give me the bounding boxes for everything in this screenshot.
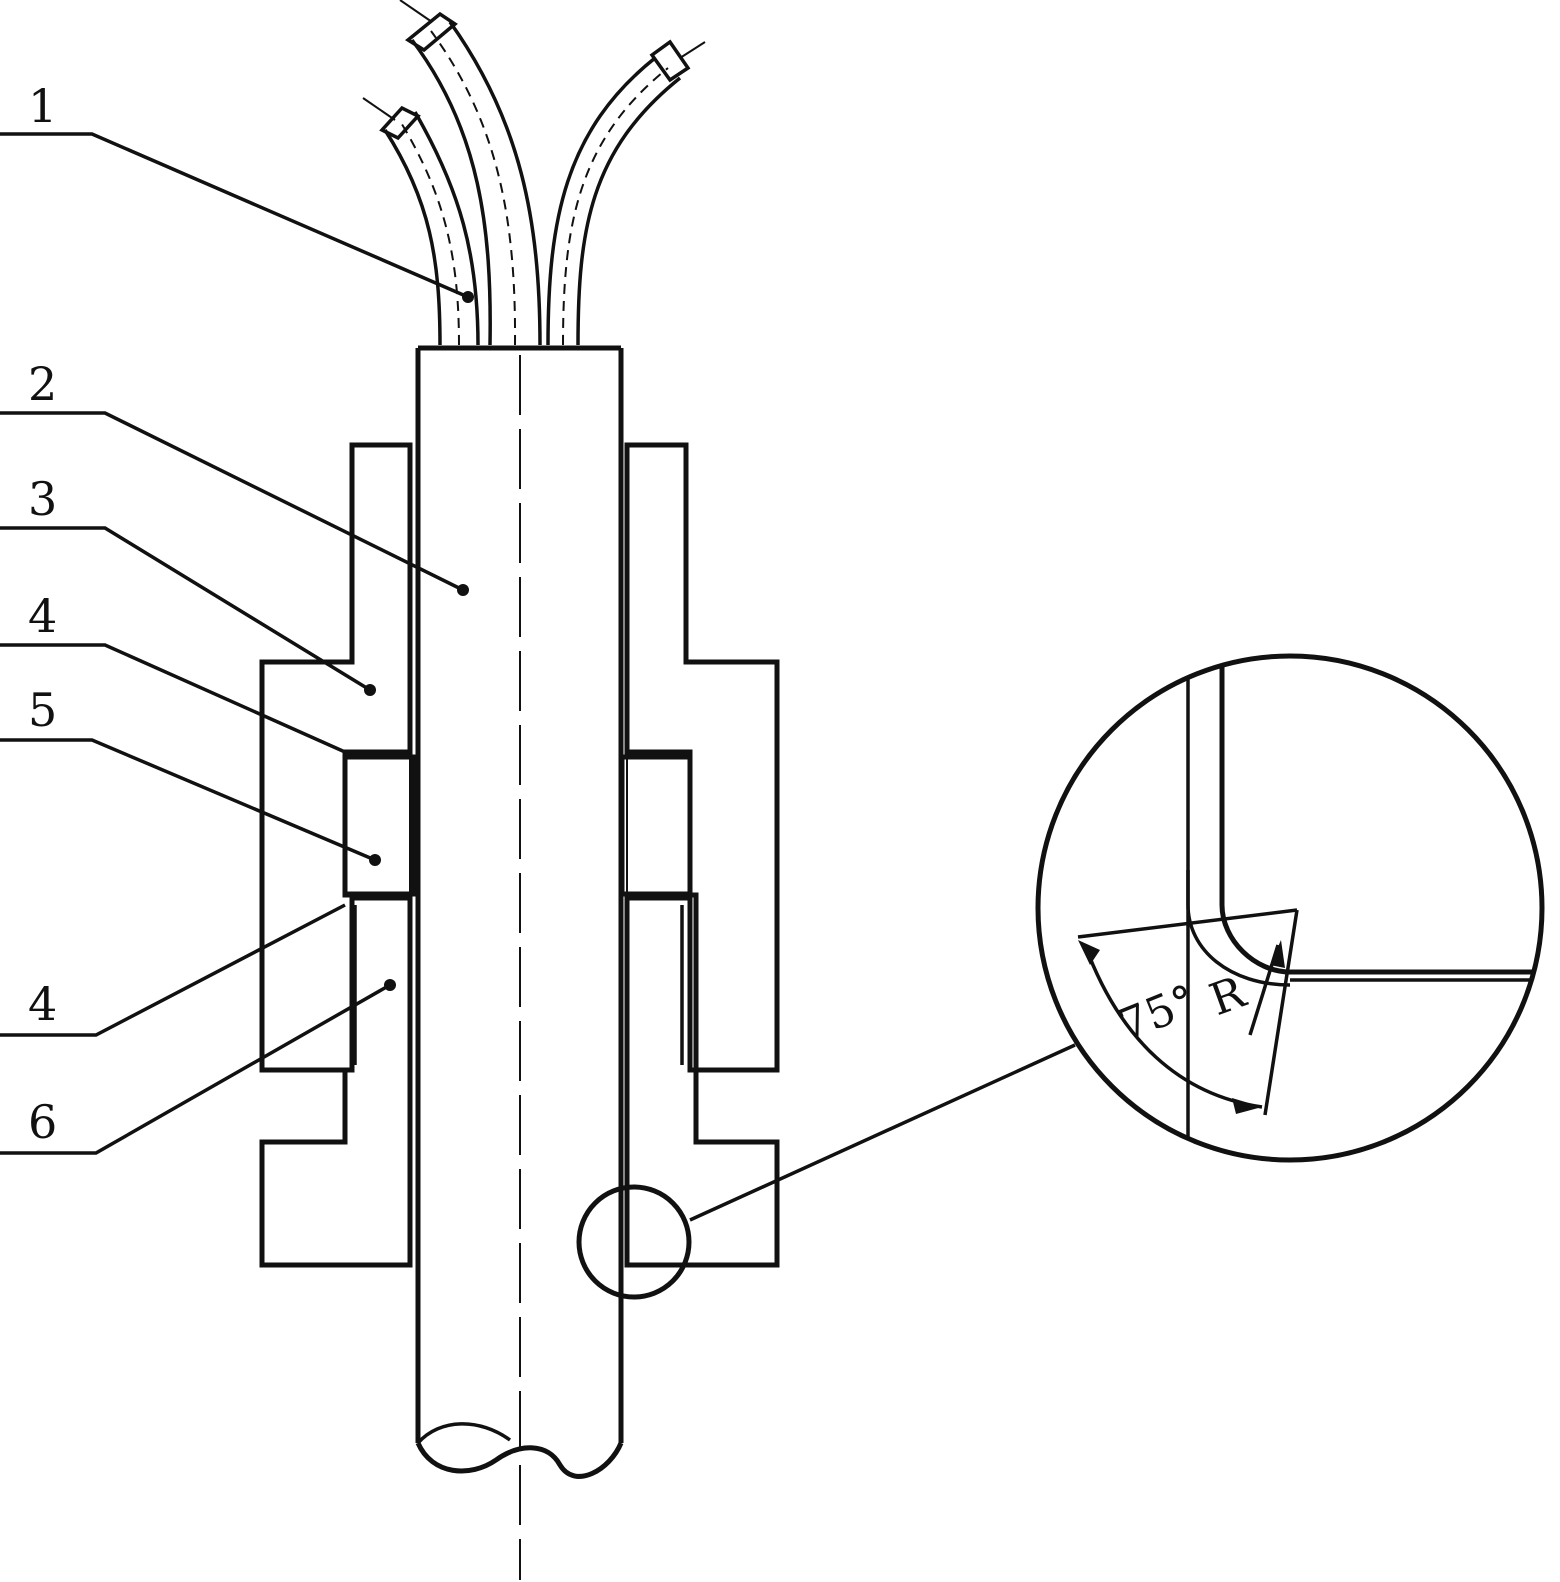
leader-lines <box>0 132 1076 1222</box>
label-part-2: 2 <box>28 357 57 411</box>
angle-dimension-text: 75° <box>1112 975 1203 1052</box>
detail-view: 75° R <box>1035 653 1545 1163</box>
label-part-1: 1 <box>28 79 57 133</box>
label-part-4-lower: 4 <box>28 977 57 1031</box>
radius-dimension-text: R <box>1203 966 1253 1026</box>
part-labels: 1 2 3 4 5 4 6 <box>28 79 57 1149</box>
detail-marker-circle <box>576 1184 692 1300</box>
wire-bundle <box>362 0 706 346</box>
label-part-3: 3 <box>28 472 57 526</box>
label-part-4-upper: 4 <box>28 589 57 643</box>
label-part-6: 6 <box>28 1095 57 1149</box>
right-body-section <box>619 442 780 1268</box>
label-part-5: 5 <box>28 683 57 737</box>
left-body-section <box>259 442 416 1268</box>
clearance-lines <box>353 445 684 1265</box>
detail-circle-outline <box>1035 653 1545 1163</box>
